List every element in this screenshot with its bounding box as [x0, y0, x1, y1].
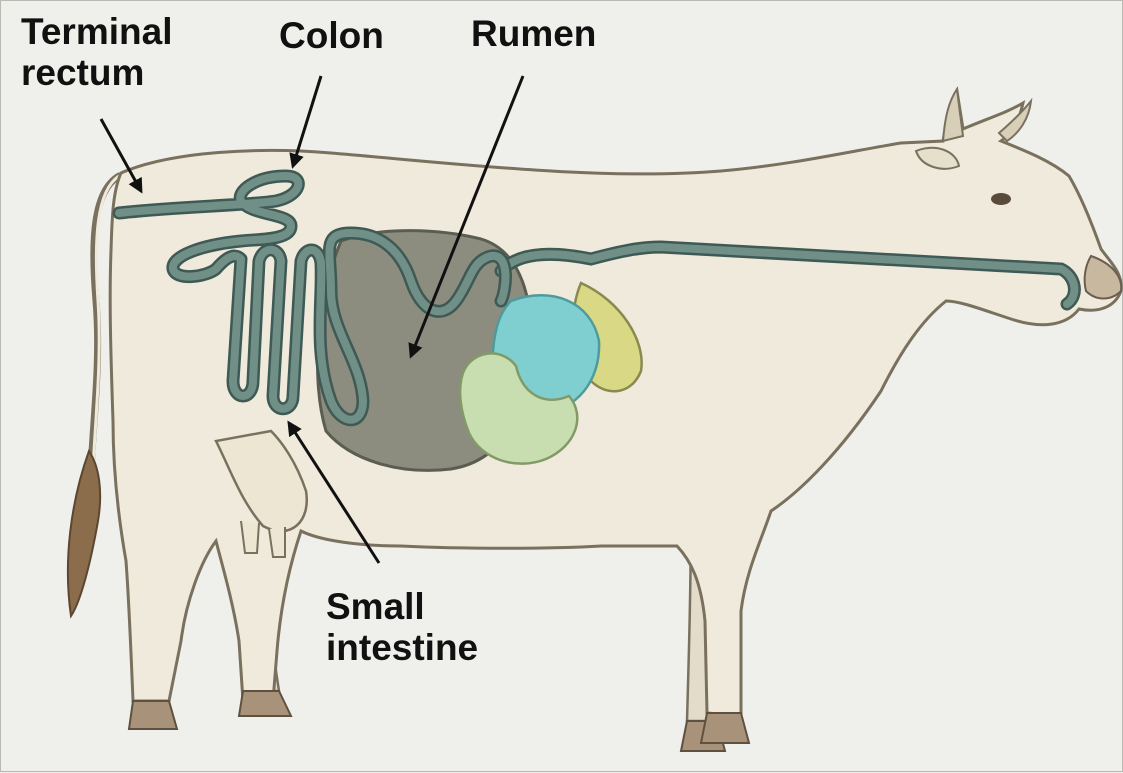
horn [943, 89, 963, 141]
label-colon: Colon [279, 15, 384, 56]
tail-switch [68, 451, 100, 616]
label-terminal-rectum-line-2: rectum [21, 52, 172, 93]
label-small-intestine-line-1: Small [326, 586, 478, 627]
label-small-intestine-line-2: intestine [326, 627, 478, 668]
eye [991, 193, 1011, 205]
label-small-intestine: Small intestine [326, 586, 478, 668]
label-terminal-rectum-line-1: Terminal [21, 11, 172, 52]
label-rumen: Rumen [471, 13, 596, 54]
hooves [129, 691, 749, 751]
muzzle [1085, 256, 1122, 299]
label-terminal-rectum: Terminal rectum [21, 11, 172, 93]
